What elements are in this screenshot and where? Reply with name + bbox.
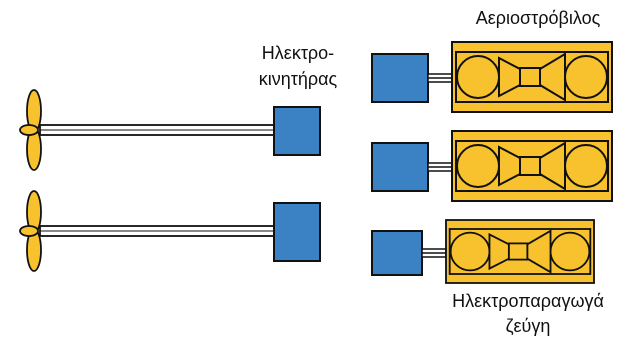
generator-set-1 <box>371 41 613 113</box>
generator-3 <box>371 230 423 276</box>
propeller-2 <box>19 190 42 272</box>
propeller-1 <box>19 89 42 171</box>
electric-motor-1 <box>273 106 321 156</box>
electric-motor-2 <box>273 202 321 262</box>
generator-set-3 <box>371 219 595 284</box>
gas-turbine-3 <box>445 219 595 284</box>
generator-2 <box>371 142 429 192</box>
generator-set-2 <box>371 130 613 202</box>
gas-turbine-label: Αεριοστρόβιλος <box>476 8 601 28</box>
electric-motor-label-line1: Ηλεκτρο- <box>262 43 334 63</box>
generator-sets-label-line1: Ηλεκτροπαραγωγά <box>452 291 604 311</box>
gas-turbine-1 <box>451 41 613 113</box>
propulsion-line-1 <box>19 89 321 171</box>
electric-motor-label-line2: κινητήρας <box>259 69 338 89</box>
propulsion-line-2 <box>19 190 321 272</box>
generator-sets-label-line2: ζεύγη <box>506 316 551 336</box>
generator-1 <box>371 53 429 103</box>
gas-turbine-2 <box>451 130 613 202</box>
